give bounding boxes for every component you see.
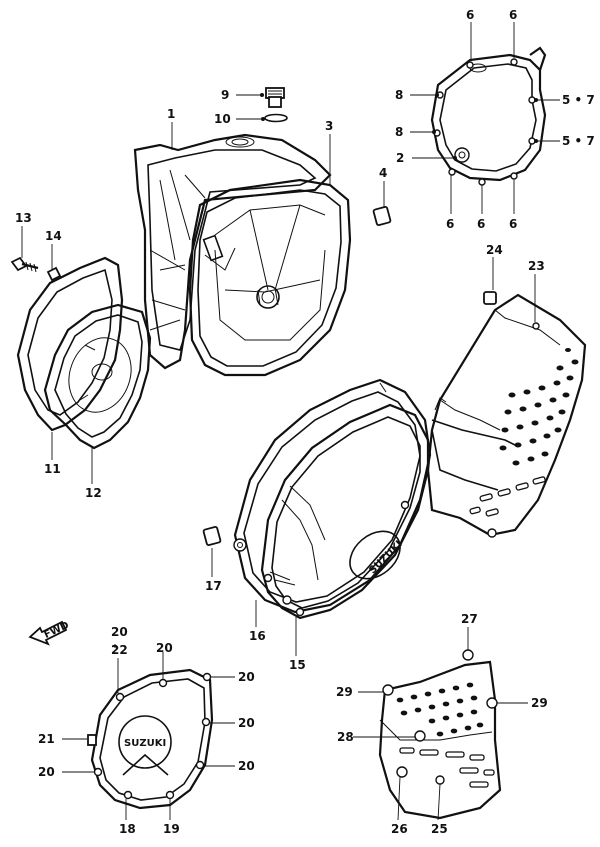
callout-28: 28 xyxy=(337,730,354,744)
callout-16: 16 xyxy=(249,629,266,643)
clutch-cover-part-15: SUZUKI xyxy=(260,403,430,620)
generator-brand-stamp: SUZUKI xyxy=(124,738,166,749)
callout-13: 13 xyxy=(15,211,32,225)
callout-17: 17 xyxy=(205,579,222,593)
generator-cover: SUZUKI xyxy=(87,668,214,810)
front-direction-arrow: FWD xyxy=(28,620,71,646)
callout-25: 25 xyxy=(431,822,448,836)
protector-holes xyxy=(469,322,579,538)
callout-23: 23 xyxy=(528,259,545,273)
callout-3: 3 xyxy=(325,119,333,133)
callout-29-right: 29 xyxy=(531,696,548,710)
dowel-pin-part-4 xyxy=(372,206,392,226)
callout-22: 22 xyxy=(111,643,128,657)
callout-2: 2 xyxy=(396,151,404,165)
callout-18: 18 xyxy=(119,822,136,836)
callout-8-lower: 8 xyxy=(395,125,403,139)
crankcase-cover-part-1 xyxy=(133,133,332,370)
callout-12: 12 xyxy=(85,486,102,500)
callout-20-right-mid: 20 xyxy=(238,716,255,730)
gasket-part-3 xyxy=(188,178,352,377)
small-cover-top-right xyxy=(430,46,547,182)
washer-part-14 xyxy=(46,266,62,282)
callout-20-right-upper: 20 xyxy=(238,670,255,684)
callout-24: 24 xyxy=(486,243,503,257)
callout-6-top-right: 6 xyxy=(509,8,517,22)
callout-6-top-left: 6 xyxy=(466,8,474,22)
callout-14: 14 xyxy=(45,229,62,243)
callout-20-right-lower: 20 xyxy=(238,759,255,773)
gasket-part-12 xyxy=(43,303,152,450)
protector-part-23 xyxy=(426,293,587,537)
o-ring-part-10 xyxy=(264,113,288,123)
callout-6-bottom-right: 6 xyxy=(509,217,517,231)
callout-29-left: 29 xyxy=(336,685,353,699)
callout-6-bottom-mid: 6 xyxy=(477,217,485,231)
callout-15: 15 xyxy=(289,658,306,672)
callout-20-top-left: 20 xyxy=(111,625,128,639)
front-marker-text: FWD xyxy=(42,620,70,641)
callout-19: 19 xyxy=(163,822,180,836)
leader-lines xyxy=(21,22,560,821)
callout-5-7-lower: 5 • 7 xyxy=(562,134,595,148)
callout-20-top: 20 xyxy=(156,641,173,655)
callout-5-7-upper: 5 • 7 xyxy=(562,93,595,107)
callout-6-bottom-left: 6 xyxy=(446,217,454,231)
callout-11: 11 xyxy=(44,462,61,476)
oil-filler-cap-part-9 xyxy=(265,87,285,108)
small-protector xyxy=(378,649,502,820)
callout-9: 9 xyxy=(221,88,229,102)
callout-10: 10 xyxy=(214,112,231,126)
callout-4: 4 xyxy=(379,166,387,180)
crankcase-ribs xyxy=(149,204,326,341)
callout-labels: 1 2 3 4 5 • 7 5 • 7 6 6 6 6 6 8 8 9 10 1… xyxy=(15,8,595,836)
cover-part-11 xyxy=(16,256,124,432)
cover-brand-stamp: SUZUKI xyxy=(367,539,405,577)
callout-8-upper: 8 xyxy=(395,88,403,102)
callout-20-left: 20 xyxy=(38,765,55,779)
bolt-part-13 xyxy=(10,256,39,273)
dowel-part-24 xyxy=(483,291,497,305)
callout-26: 26 xyxy=(391,822,408,836)
bushing-part-17 xyxy=(202,526,222,546)
callout-1: 1 xyxy=(167,107,175,121)
callout-21: 21 xyxy=(38,732,55,746)
callout-27: 27 xyxy=(461,612,478,626)
